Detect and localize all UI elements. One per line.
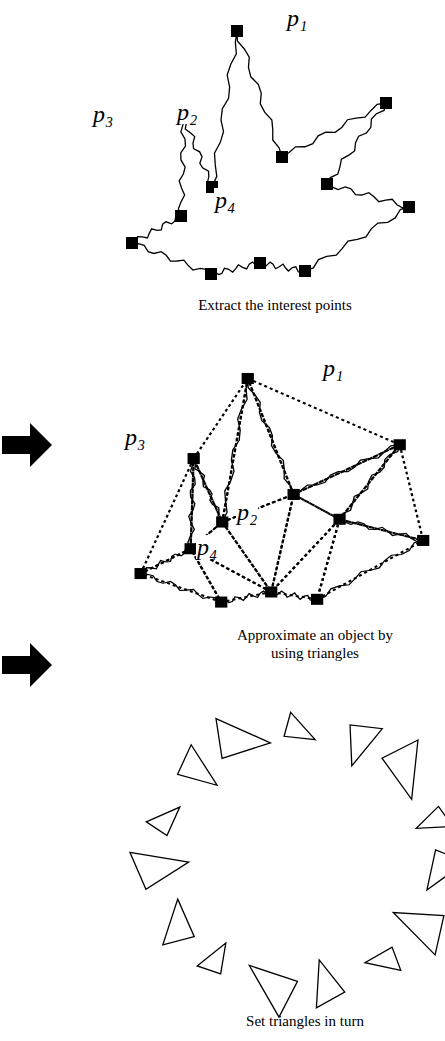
separated-triangle [249, 965, 297, 1017]
approx-triangle [271, 494, 339, 592]
interest-point [321, 178, 333, 190]
interest-point [311, 594, 323, 605]
leaf-panel [126, 25, 415, 280]
panel-caption: Extract the interest points [175, 296, 375, 314]
approx-triangle [141, 459, 194, 574]
interest-point [380, 97, 392, 109]
separated-triangle [284, 712, 315, 739]
leaf-outline [132, 31, 409, 275]
flow-arrow [2, 423, 52, 467]
interest-point [175, 210, 187, 222]
interest-point [242, 373, 254, 384]
interest-point [216, 517, 228, 528]
panel-caption: Set triangles in turn [205, 1012, 405, 1030]
approx-triangle [294, 445, 400, 520]
interest-point [265, 586, 277, 597]
interest-point [188, 453, 200, 464]
point-label: p₃ [92, 102, 114, 126]
separated-triangle [316, 960, 344, 1008]
interest-point [403, 201, 415, 213]
approx-triangle [248, 379, 400, 495]
interest-point [333, 514, 345, 525]
interest-point [185, 543, 197, 554]
separated-triangle [178, 745, 217, 786]
triangulated-leaf [135, 373, 430, 608]
leaf-outline [141, 379, 424, 603]
interest-point [394, 439, 406, 450]
interest-point [417, 535, 429, 546]
point-label: p₃ [124, 425, 146, 449]
interest-point [135, 568, 147, 579]
separated-triangle [146, 807, 180, 835]
separated-triangle [197, 943, 226, 974]
point-label: p₁ [322, 356, 344, 380]
interest-point [254, 257, 266, 269]
point-label: p₂ [176, 100, 198, 124]
interest-point [126, 237, 138, 249]
separated-triangle [393, 913, 444, 955]
separated-triangle [365, 947, 401, 970]
separated-triangle [130, 852, 189, 889]
interest-point [276, 151, 288, 163]
interest-point [288, 489, 300, 500]
panel-caption: Approximate an object by using triangles [225, 626, 405, 662]
separated-triangle [350, 725, 382, 766]
separated-triangle [382, 740, 418, 799]
separated-triangle [427, 850, 445, 890]
point-label: p₄ [196, 535, 218, 559]
approx-triangle [340, 445, 424, 541]
point-label: p₄ [214, 188, 236, 212]
interest-point [231, 25, 243, 37]
interest-point [215, 597, 227, 608]
separated-triangle [216, 719, 270, 759]
approx-triangle [317, 519, 423, 599]
separated-triangle [416, 806, 445, 828]
separated-triangle [163, 899, 194, 945]
point-label: p₂ [236, 500, 258, 524]
point-label: p₁ [286, 6, 308, 30]
flow-arrow [2, 643, 52, 687]
interest-point [299, 265, 311, 277]
interest-point [205, 268, 217, 280]
